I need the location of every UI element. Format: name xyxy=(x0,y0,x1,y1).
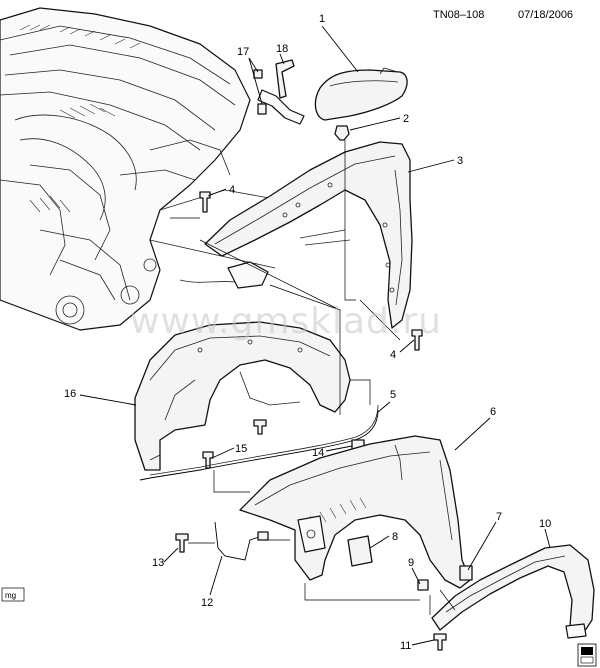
liner-screw-a xyxy=(253,419,267,435)
corner-tag-box xyxy=(1,587,25,602)
trim-piece-8 xyxy=(347,535,373,567)
callout-12: 12 xyxy=(201,597,213,609)
lower-bracket xyxy=(227,261,269,289)
callout-16: 16 xyxy=(64,388,76,400)
drawing-id: TN08–108 xyxy=(433,9,484,21)
molding-end-tab xyxy=(565,623,587,639)
push-pin-11 xyxy=(433,633,447,651)
callout-7: 7 xyxy=(496,511,502,523)
flare-bracket xyxy=(297,515,326,553)
watermark: www.gmsklad.ru xyxy=(130,301,442,342)
callout-11: 11 xyxy=(400,640,411,652)
publisher-logo xyxy=(577,643,597,667)
assembly-guide-lines xyxy=(170,140,456,615)
push-pin-retainer xyxy=(334,125,350,141)
wheelhouse-liner xyxy=(134,321,351,471)
callout-13: 13 xyxy=(152,557,164,569)
callout-14: 14 xyxy=(312,447,324,459)
bolt-13 xyxy=(175,533,189,553)
clip-7 xyxy=(459,565,473,581)
callout-10: 10 xyxy=(539,518,551,530)
clip-9 xyxy=(417,579,429,591)
callout-numbers: 1 2 3 4 4 5 6 7 8 9 10 11 12 13 14 15 16… xyxy=(64,13,551,652)
bolt-lower xyxy=(411,329,423,351)
small-bolt-17 xyxy=(257,103,267,115)
callout-3: 3 xyxy=(457,155,463,167)
callout-18: 18 xyxy=(276,43,288,55)
callout-6: 6 xyxy=(490,406,496,418)
callout-2: 2 xyxy=(403,113,409,125)
callout-leaders xyxy=(79,25,551,646)
callout-9: 9 xyxy=(408,557,414,569)
callout-4-lower: 4 xyxy=(390,349,396,361)
callout-5: 5 xyxy=(390,389,396,401)
callout-8: 8 xyxy=(392,531,398,543)
wire-harness xyxy=(139,409,379,481)
callout-17: 17 xyxy=(237,46,249,58)
fender-flare-panel xyxy=(239,435,471,589)
hood-trim-panel xyxy=(314,69,408,121)
rod-end xyxy=(257,531,269,541)
bolt-upper xyxy=(199,191,211,213)
drawing-date: 07/18/2006 xyxy=(518,9,573,21)
hood-strut xyxy=(275,59,295,99)
hood-bracket xyxy=(257,89,305,125)
corner-tag: mg xyxy=(5,591,16,600)
support-rod xyxy=(214,521,263,561)
fender-inner-support xyxy=(204,141,413,329)
callout-15: 15 xyxy=(235,443,247,455)
body-structure-illustration xyxy=(0,7,301,331)
callout-1: 1 xyxy=(319,13,325,25)
callout-4-upper: 4 xyxy=(229,184,235,196)
